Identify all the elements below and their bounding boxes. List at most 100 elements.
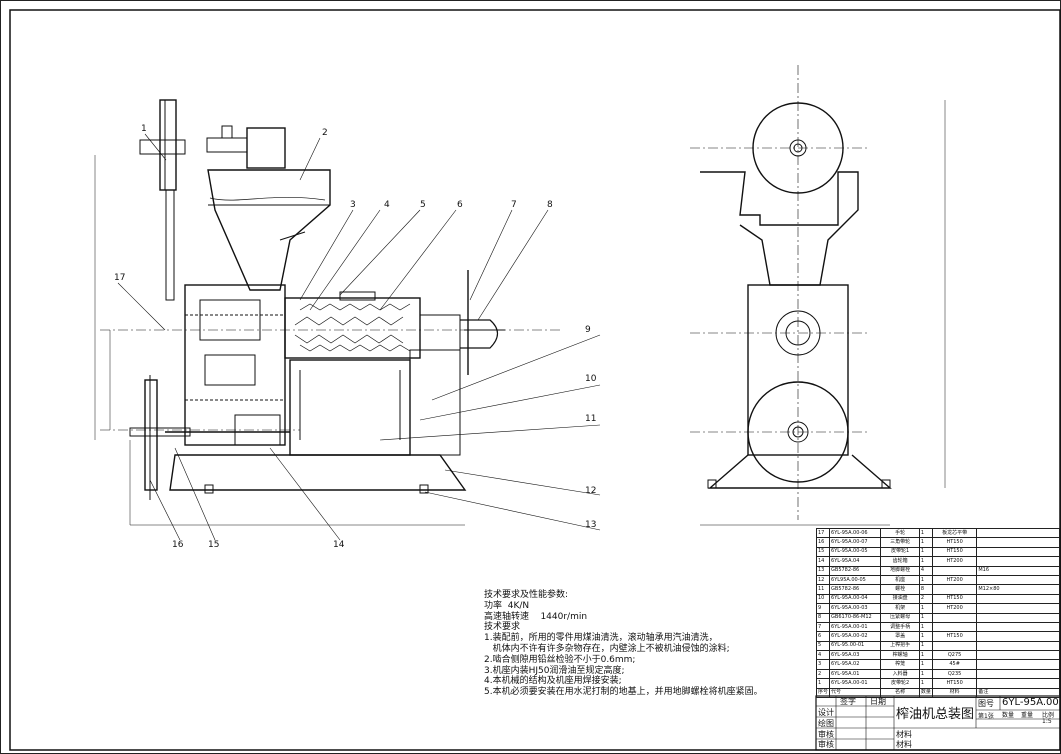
title-material-1: 材料 [896, 730, 912, 739]
bom-cell: 6YL-95.00-01 [829, 640, 882, 652]
balloon-3: 3 [350, 200, 356, 210]
bom-cell: 1 [918, 527, 933, 539]
bom-cell [931, 612, 978, 623]
bom-cell [976, 640, 1060, 652]
title-design: 设计 [818, 708, 834, 717]
title-approve: 审核 [818, 740, 834, 749]
bom-cell: GB5782-86 [829, 565, 882, 576]
bom-cell: 1 [918, 574, 933, 586]
bom-cell: 12 [815, 574, 831, 586]
bom-cell: HT200 [931, 574, 978, 586]
balloon-12: 12 [585, 486, 597, 496]
bom-cell: 三角带轮 [880, 537, 920, 548]
title-material-2: 材料 [896, 740, 912, 749]
bom-cell: 榨笼 [880, 659, 920, 670]
bom-cell [976, 650, 1060, 661]
bom-cell: 备注 [976, 687, 1060, 699]
bom-cell [931, 640, 978, 652]
bom-cell: 皮带轮1 [880, 546, 920, 558]
bom-cell: Q275 [931, 650, 978, 661]
bom-cell [976, 668, 1060, 680]
bom-cell: 1 [918, 631, 933, 642]
balloon-11: 11 [585, 414, 597, 424]
bom-cell: M12×80 [976, 584, 1060, 595]
bom-cell [976, 527, 1060, 539]
title-date: 日期 [870, 697, 886, 706]
balloon-10: 10 [585, 374, 597, 384]
bom-cell: 机架 [880, 603, 920, 614]
bom-cell: 6YL-95A.00-03 [829, 603, 882, 614]
notes-req-1: 1.装配前，所用的零件用煤油清洗，滚动轴承用汽油清洗， [484, 633, 718, 644]
bom-cell: 罩盖 [880, 631, 920, 642]
bom-cell: 1 [918, 537, 933, 548]
title-weight: 重量 [1021, 712, 1034, 719]
bom-cell: 材料 [931, 687, 978, 699]
bom-cell: 8 [918, 584, 933, 595]
balloon-14: 14 [333, 540, 345, 550]
bom-cell [976, 556, 1060, 567]
front-view [94, 99, 560, 526]
bom-cell: HT150 [931, 631, 978, 642]
bom-cell: 17 [815, 527, 831, 539]
bom-cell [976, 546, 1060, 558]
bom-cell: 6YL-95A.03 [829, 650, 882, 661]
bom-cell: 代号 [829, 687, 882, 699]
bom-cell: 1 [918, 612, 933, 623]
bom-cell: GB5782-86 [829, 584, 882, 595]
bom-cell: 1 [918, 668, 933, 680]
bom-cell: 上榨把手 [880, 640, 920, 652]
bom-cell: 接油盘 [880, 593, 920, 605]
bom-cell: 5 [815, 640, 831, 652]
bom-cell: 9 [815, 603, 831, 614]
balloon-8: 8 [547, 200, 553, 210]
leader-lines [117, 133, 601, 541]
notes-req-1b: 机体内不许有许多杂物存在，内壁涂上不被机油侵蚀的涂料; [484, 643, 730, 654]
bom-cell: 2 [815, 668, 831, 680]
bom-cell: 6YL-95A.00-06 [829, 527, 882, 539]
bom-cell: 地脚螺栓 [880, 565, 920, 576]
bom-cell: 15 [815, 546, 831, 558]
bom-cell: HT150 [931, 678, 978, 689]
bom-cell: 榨螺轴 [880, 650, 920, 661]
balloon-9: 9 [585, 325, 591, 335]
bom-cell [976, 574, 1060, 586]
bom-cell: 1 [918, 678, 933, 689]
bom-cell: 6YL-95A.00-04 [829, 593, 882, 605]
bom-cell: 6YL-95A.00-01 [829, 678, 882, 689]
bom-cell: 6YL95A.00-05 [829, 574, 882, 586]
bom-cell: 16 [815, 537, 831, 548]
bom-cell: M16 [976, 565, 1060, 576]
bom-cell: 皮带轮2 [880, 678, 920, 689]
bom-cell [976, 612, 1060, 623]
bom-cell: 螺栓 [880, 584, 920, 595]
balloon-5: 5 [420, 200, 426, 210]
bom-cell: 1 [918, 603, 933, 614]
title-sig: 签字 [840, 697, 856, 706]
title-qty: 数量 [1002, 712, 1015, 719]
bom-cell [931, 565, 978, 576]
notes-power: 功率 4K/N [484, 600, 530, 611]
bom-cell: 6YL-95A.01 [829, 668, 882, 680]
balloon-6: 6 [457, 200, 463, 210]
title-sheet: 第1张 [978, 713, 994, 720]
bom-header: 序号代号名称数量材料备注 [815, 687, 1060, 699]
title-draw: 绘图 [818, 719, 834, 728]
balloon-7: 7 [511, 200, 517, 210]
drawing-no: 6YL-95A.00 [1002, 697, 1059, 708]
title-check: 审核 [818, 730, 834, 739]
bom-cell [931, 584, 978, 595]
bom-cell: 压紧螺母 [880, 612, 920, 623]
bom-cell: HT150 [931, 546, 978, 558]
bom-cell: 齿轮箱 [880, 556, 920, 567]
title-scale: 比例 [1042, 712, 1055, 719]
notes-speed: 高速轴转速 1440r/min [484, 611, 588, 622]
bom-cell: HT200 [931, 603, 978, 614]
bom-cell: 板龙芯平带 [931, 527, 978, 539]
notes-req-4: 4.本机械的结构及机座用焊接安装; [484, 676, 622, 687]
